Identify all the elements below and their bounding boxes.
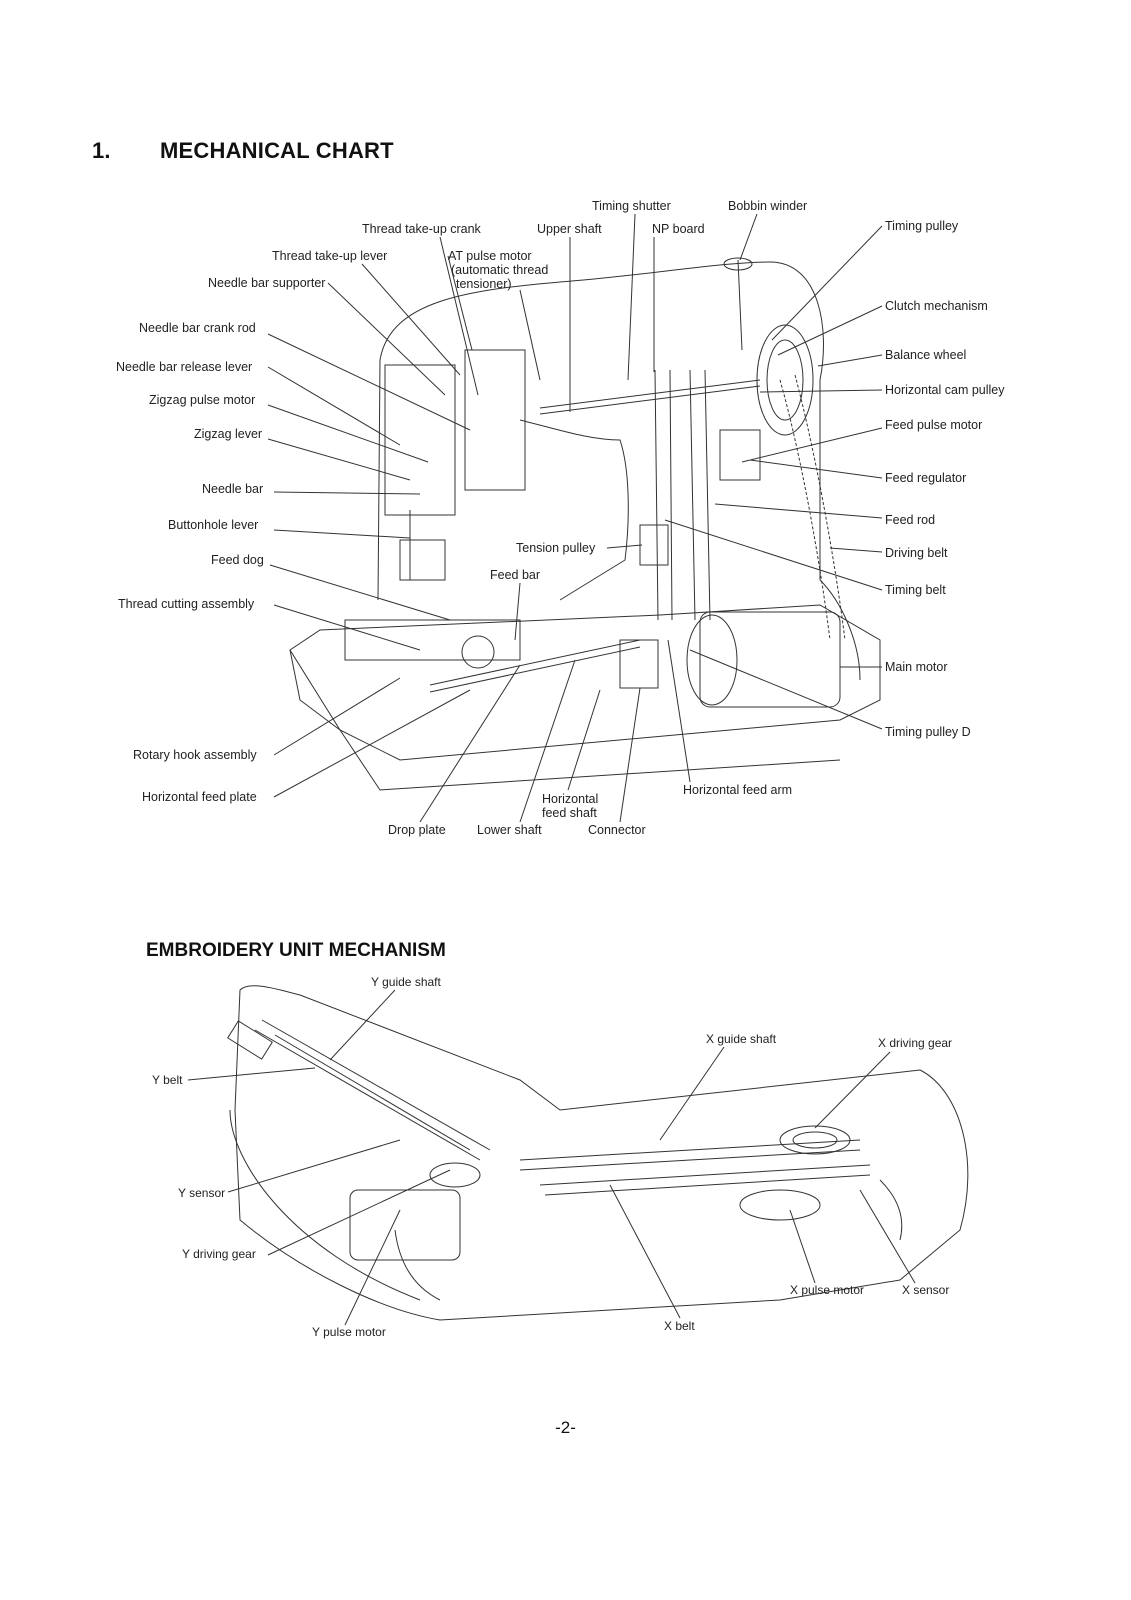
label-y-belt: Y belt	[152, 1073, 183, 1087]
label-balance-wheel: Balance wheel	[885, 348, 967, 362]
label-zigzag-pulse-motor: Zigzag pulse motor	[149, 393, 256, 407]
label-horizontal-feed-arm: Horizontal feed arm	[683, 783, 793, 797]
label-feed-rod: Feed rod	[885, 513, 936, 527]
label-driving-belt: Driving belt	[885, 546, 948, 560]
embroidery-heading: EMBROIDERY UNIT MECHANISM	[146, 940, 446, 961]
label-upper-shaft: Upper shaft	[537, 222, 602, 236]
label-needle-bar-supporter: Needle bar supporter	[208, 276, 326, 290]
label-y-driving-gear: Y driving gear	[182, 1247, 256, 1261]
label-timing-pulley: Timing pulley	[885, 219, 959, 233]
label-tension-pulley: Tension pulley	[516, 541, 596, 555]
label-feed-regulator: Feed regulator	[885, 471, 967, 485]
label-thread-take-up-crank: Thread take-up crank	[362, 222, 481, 236]
label-clutch-mechanism: Clutch mechanism	[885, 299, 988, 313]
label-feed-dog: Feed dog	[211, 553, 264, 567]
label-timing-belt: Timing belt	[885, 583, 946, 597]
label-horizontal-cam-pulley: Horizontal cam pulley	[885, 383, 1005, 397]
label-x-driving-gear: X driving gear	[878, 1036, 953, 1050]
label-horizontal-feed-shaft-1: Horizontal	[542, 792, 599, 806]
label-feed-pulse-motor: Feed pulse motor	[885, 418, 983, 432]
embroidery-unit-outline	[227, 985, 969, 1321]
label-feed-bar: Feed bar	[490, 568, 541, 582]
label-zigzag-lever: Zigzag lever	[194, 427, 263, 441]
label-thread-cutting-assembly: Thread cutting assembly	[118, 597, 255, 611]
label-main-motor: Main motor	[885, 660, 948, 674]
label-thread-take-up-lever: Thread take-up lever	[272, 249, 388, 263]
label-drop-plate: Drop plate	[388, 823, 446, 837]
label-x-guide-shaft: X guide shaft	[706, 1032, 777, 1046]
label-at-pulse-motor-2: (automatic thread	[451, 263, 549, 277]
embroidery-leader-lines	[187, 989, 916, 1326]
label-x-belt: X belt	[664, 1319, 695, 1333]
label-lower-shaft: Lower shaft	[477, 823, 542, 837]
label-connector: Connector	[588, 823, 646, 837]
label-horizontal-feed-shaft-2: feed shaft	[542, 806, 597, 820]
machine-body-outline	[289, 257, 881, 791]
label-at-pulse-motor-3: tensioner)	[456, 277, 512, 291]
label-needle-bar-crank-rod: Needle bar crank rod	[139, 321, 256, 335]
label-np-board: NP board	[652, 222, 705, 236]
label-needle-bar-release-lever: Needle bar release lever	[116, 360, 253, 374]
section-heading: 1. MECHANICAL CHART	[92, 138, 394, 164]
label-y-pulse-motor: Y pulse motor	[312, 1325, 386, 1339]
label-bobbin-winder: Bobbin winder	[728, 199, 808, 213]
label-rotary-hook-assembly: Rotary hook assembly	[133, 748, 257, 762]
label-x-pulse-motor: X pulse motor	[790, 1283, 865, 1297]
section-number: 1.	[92, 138, 111, 163]
label-y-guide-shaft: Y guide shaft	[371, 975, 441, 989]
mechanical-leader-lines	[267, 213, 883, 823]
label-buttonhole-lever: Buttonhole lever	[168, 518, 259, 532]
page-number: -2-	[555, 1418, 576, 1437]
label-y-sensor: Y sensor	[178, 1186, 226, 1200]
label-timing-pulley-d: Timing pulley D	[885, 725, 971, 739]
label-needle-bar: Needle bar	[202, 482, 264, 496]
section-title: MECHANICAL CHART	[160, 138, 394, 163]
label-horizontal-feed-plate: Horizontal feed plate	[142, 790, 257, 804]
label-at-pulse-motor-1: AT pulse motor	[448, 249, 532, 263]
label-x-sensor: X sensor	[902, 1283, 950, 1297]
label-timing-shutter: Timing shutter	[592, 199, 671, 213]
